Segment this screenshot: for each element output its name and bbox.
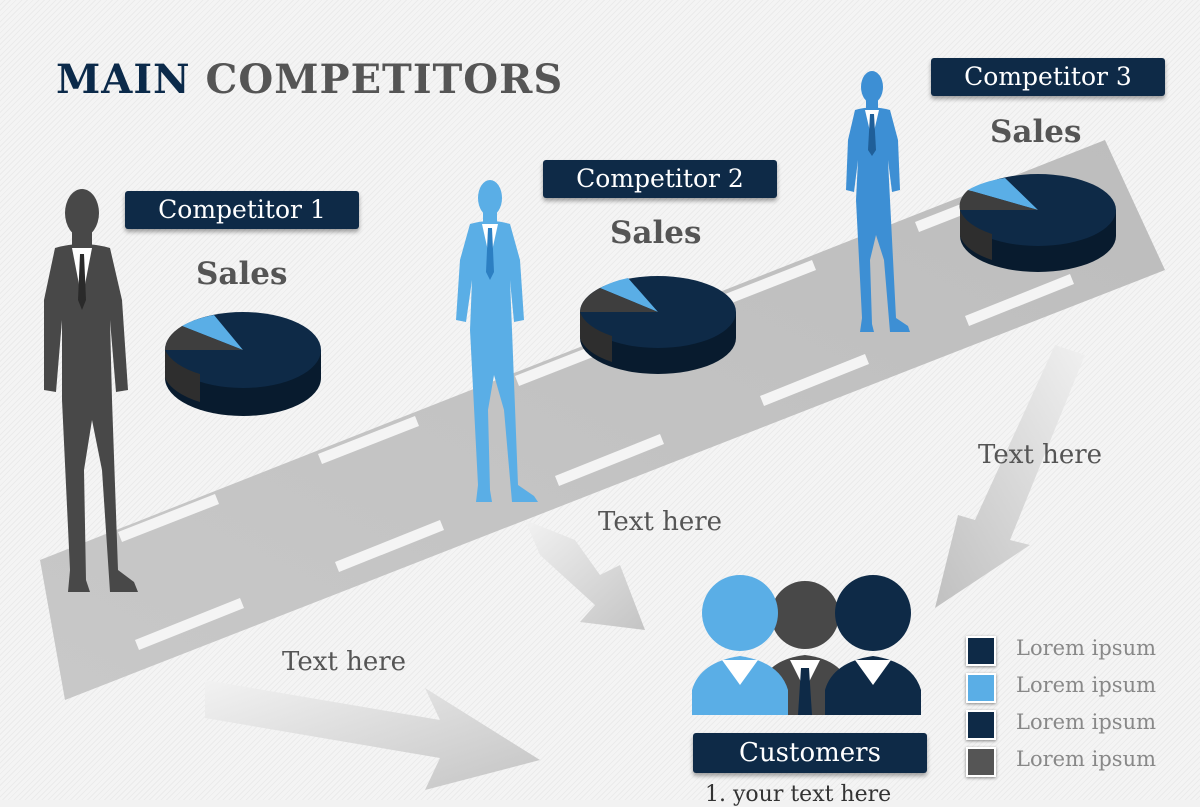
arrow-right (935, 345, 1085, 608)
competitor-3-sales-label: Sales (990, 114, 1082, 150)
competitor-2-sales-label: Sales (610, 215, 702, 251)
customers-label: Customers (693, 733, 927, 773)
customers-subtext: 1. your text here (705, 782, 892, 807)
legend-item: Lorem ipsum (966, 632, 1186, 669)
legend-swatch (966, 673, 996, 703)
competitor-2-label: Competitor 2 (543, 160, 777, 198)
arrow-middle (525, 520, 645, 630)
competitor-1-label: Competitor 1 (125, 191, 359, 229)
customers-group-icon (692, 575, 921, 715)
pie-chart-competitor-1 (164, 312, 321, 416)
businessman-blue-figure (846, 71, 910, 332)
title-main: MAIN (56, 56, 191, 103)
legend-swatch (966, 710, 996, 740)
pie-chart-competitor-3 (959, 174, 1116, 272)
competitor-3-label: Competitor 3 (931, 58, 1165, 96)
legend-swatch (966, 747, 996, 777)
legend-label: Lorem ipsum (1016, 636, 1157, 660)
arrow-bottom-left (205, 680, 540, 790)
title-competitors: COMPETITORS (205, 56, 564, 103)
legend-swatch (966, 636, 996, 666)
legend-label: Lorem ipsum (1016, 747, 1157, 771)
legend-item: Lorem ipsum (966, 706, 1186, 743)
pie-chart-competitor-2 (580, 276, 736, 374)
legend-label: Lorem ipsum (1016, 710, 1157, 734)
annotation-left: Text here (282, 647, 407, 677)
legend-item: Lorem ipsum (966, 669, 1186, 706)
businessman-light-blue-figure (456, 180, 538, 502)
annotation-middle: Text here (598, 507, 723, 537)
legend-item: Lorem ipsum (966, 743, 1186, 780)
businessman-gray-figure (44, 189, 138, 592)
legend-label: Lorem ipsum (1016, 673, 1157, 697)
competitor-1-sales-label: Sales (196, 256, 288, 292)
page-title: MAIN COMPETITORS (56, 56, 563, 103)
annotation-right: Text here (978, 440, 1103, 470)
legend: Lorem ipsum Lorem ipsum Lorem ipsum Lore… (966, 632, 1186, 780)
